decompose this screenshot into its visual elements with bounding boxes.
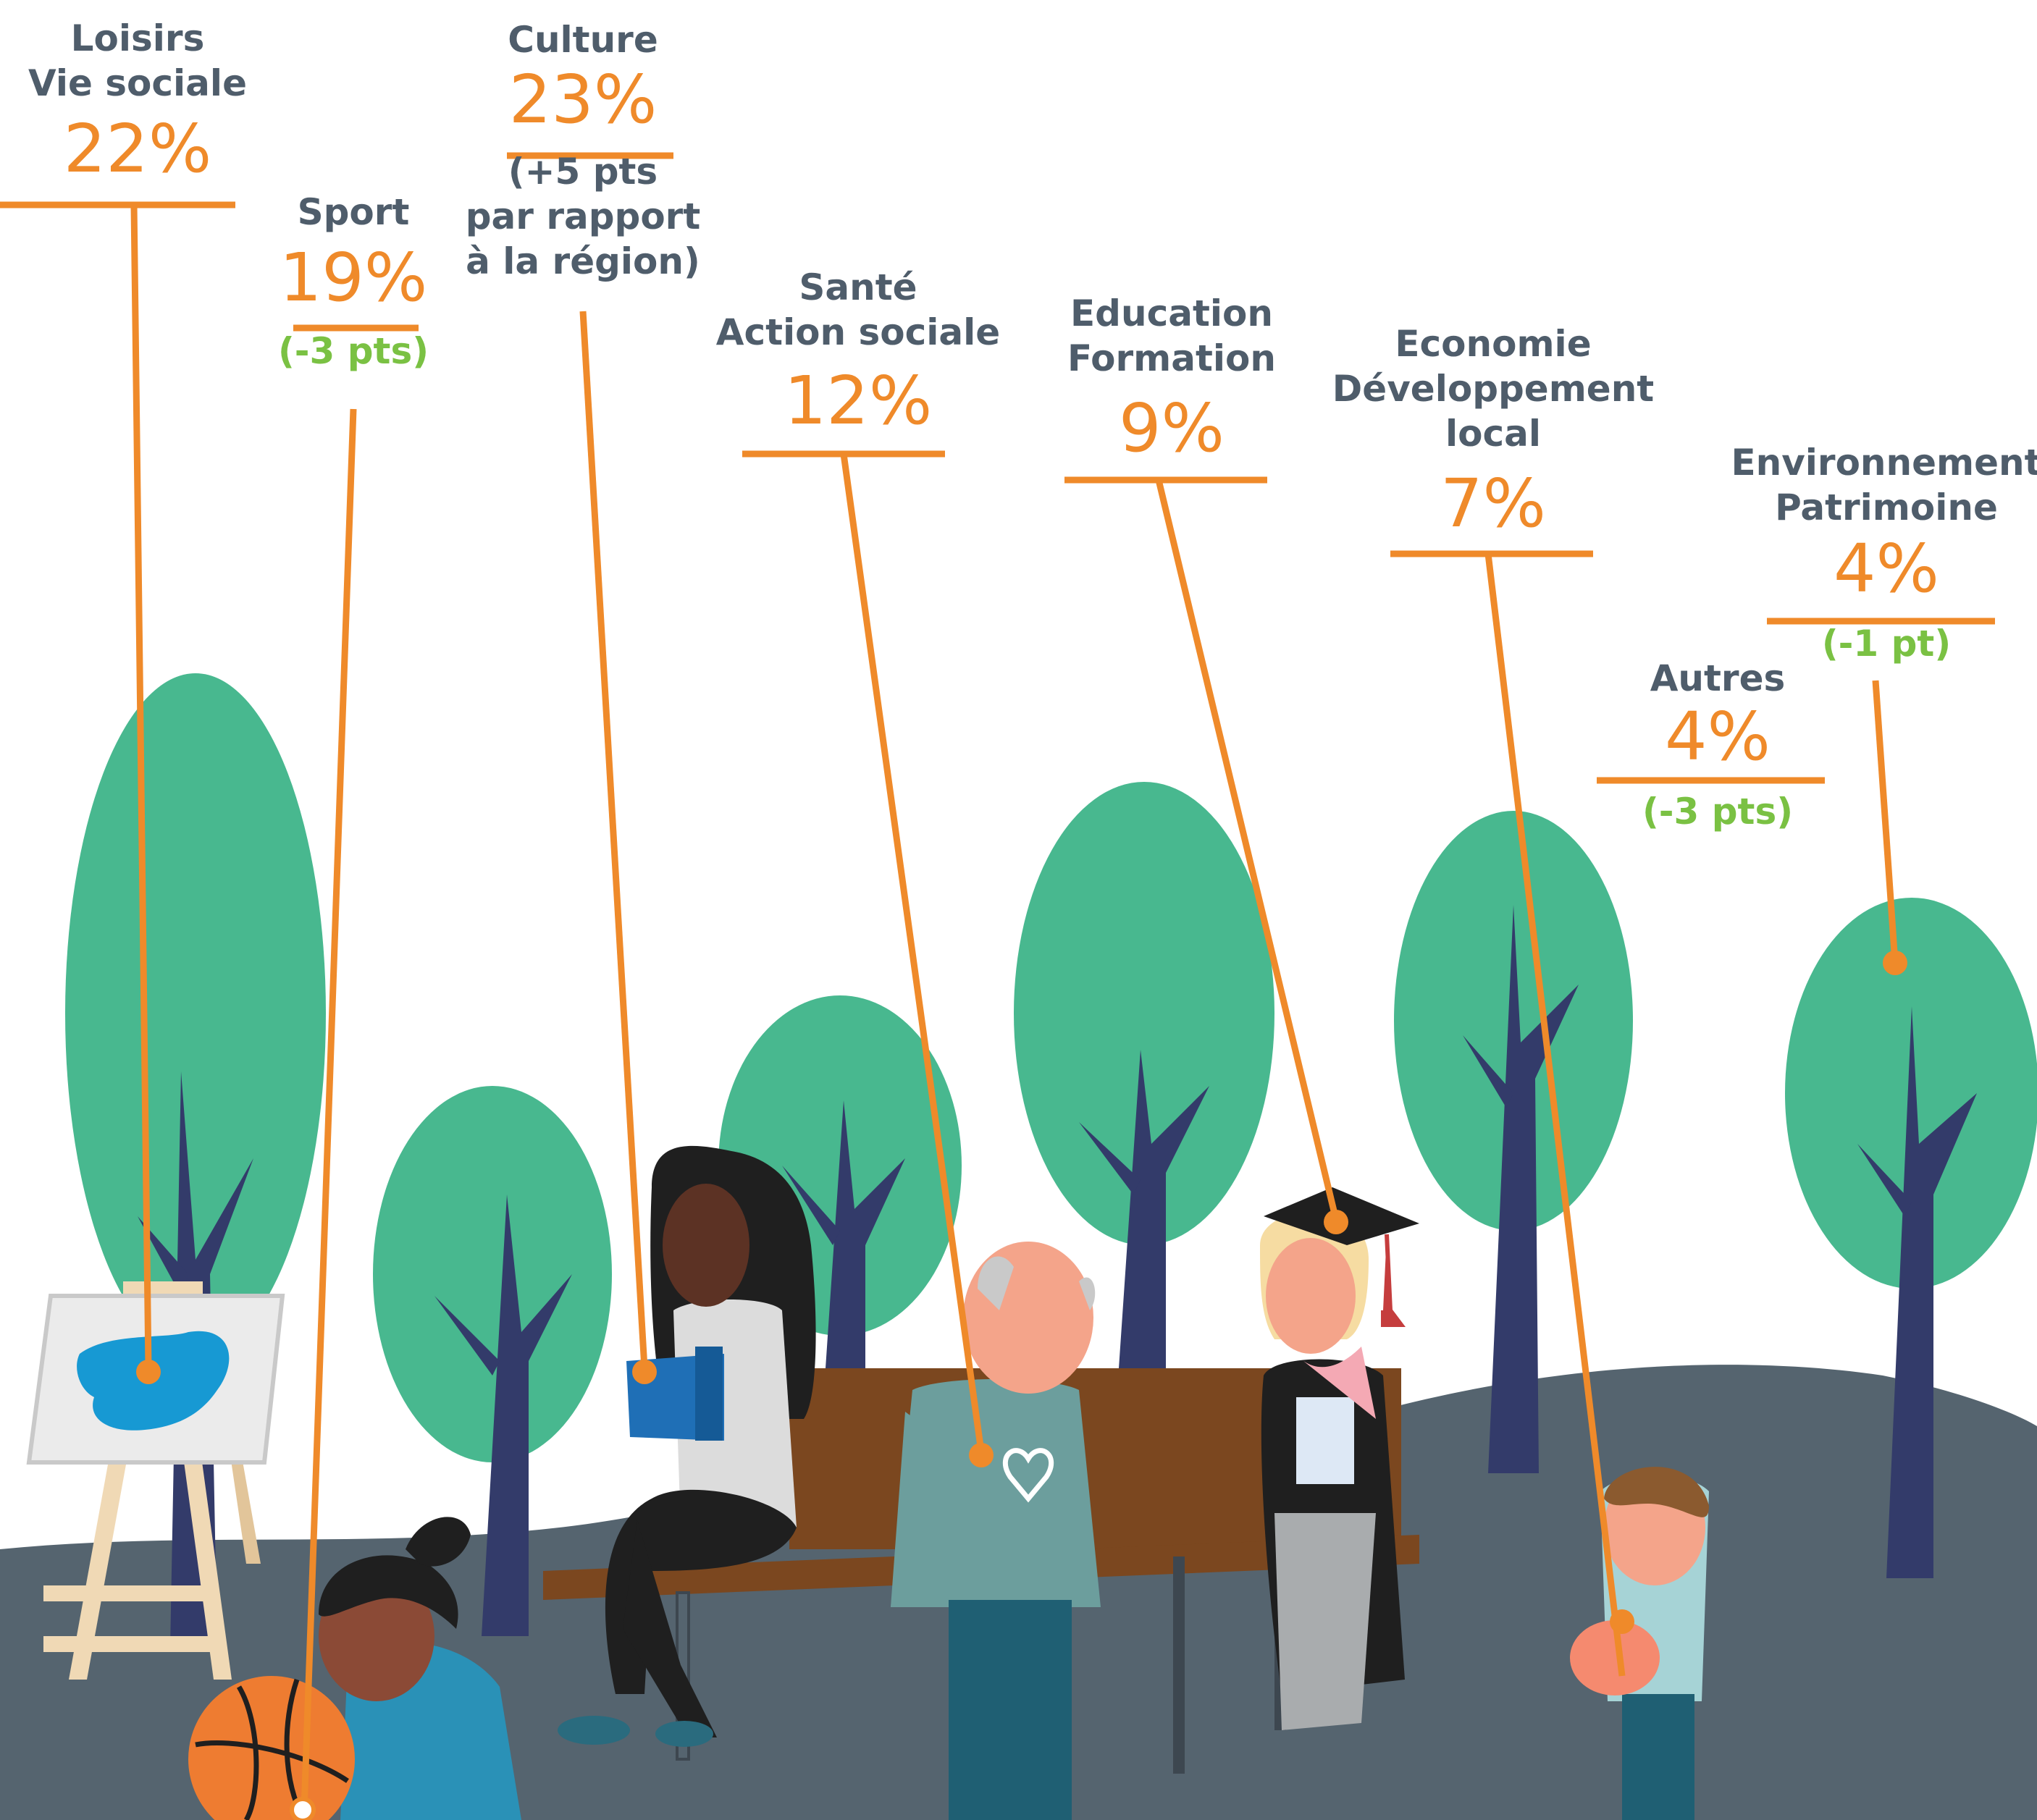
category-percent: 23% (508, 61, 658, 138)
leader-lines (0, 152, 1995, 1811)
category-title: Développement (1332, 368, 1655, 410)
easel (26, 1281, 285, 1680)
category-economie: Economie Développement local 7% (1332, 321, 1654, 540)
category-sante: Santé Action sociale 12% (716, 265, 1000, 437)
old-man (891, 1242, 1101, 1820)
category-sport: Sport 19% (-3 pts) (278, 190, 429, 374)
category-note: par rapport (465, 195, 701, 237)
category-title: Education (1070, 292, 1273, 334)
category-delta: (-3 pts) (1642, 791, 1794, 833)
category-delta: (-1 pt) (1821, 623, 1952, 665)
category-title: Autres (1650, 657, 1786, 699)
category-note: à la région) (466, 240, 700, 282)
category-culture: Culture 23% (+5 pts par rapport à la rég… (466, 17, 701, 284)
category-title: Vie sociale (28, 62, 247, 104)
category-title: Environnement (1731, 442, 2037, 484)
category-title: Loisirs (70, 17, 205, 59)
tree-2 (373, 1086, 612, 1636)
category-autres: Autres 4% (-3 pts) (1642, 656, 1793, 834)
category-title: Sport (297, 191, 410, 233)
category-title: Action sociale (715, 311, 1001, 353)
category-title: Economie (1395, 323, 1592, 365)
category-title: Formation (1067, 337, 1276, 379)
boy-piggy-bank (1570, 1467, 1709, 1820)
woman-reading (558, 1145, 816, 1747)
leader-markers (136, 951, 1907, 1820)
category-title: Patrimoine (1775, 486, 1998, 528)
category-environnement: Environnement Patrimoine 4% (-1 pt) (1731, 440, 2037, 666)
category-percent: 7% (1440, 465, 1546, 542)
category-percent: 12% (784, 362, 933, 439)
girl-basketball (188, 1517, 521, 1820)
category-percent: 22% (63, 110, 212, 188)
tree-5 (1394, 811, 1633, 1473)
category-loisirs: Loisirs Vie sociale 22% (28, 16, 247, 185)
tree-6 (1785, 898, 2037, 1578)
category-note: (+5 pts (508, 151, 658, 193)
category-title: local (1445, 413, 1542, 455)
tree-4 (1014, 782, 1274, 1368)
category-title: Santé (799, 266, 917, 308)
category-percent: 4% (1665, 698, 1771, 775)
category-percent: 9% (1119, 389, 1225, 467)
category-title: Culture (508, 19, 658, 61)
category-education: Education Formation 9% (1067, 291, 1276, 465)
category-delta: (-3 pts) (277, 330, 429, 372)
graduate (1260, 1187, 1419, 1730)
category-percent: 4% (1834, 530, 1939, 607)
category-percent: 19% (279, 239, 428, 316)
